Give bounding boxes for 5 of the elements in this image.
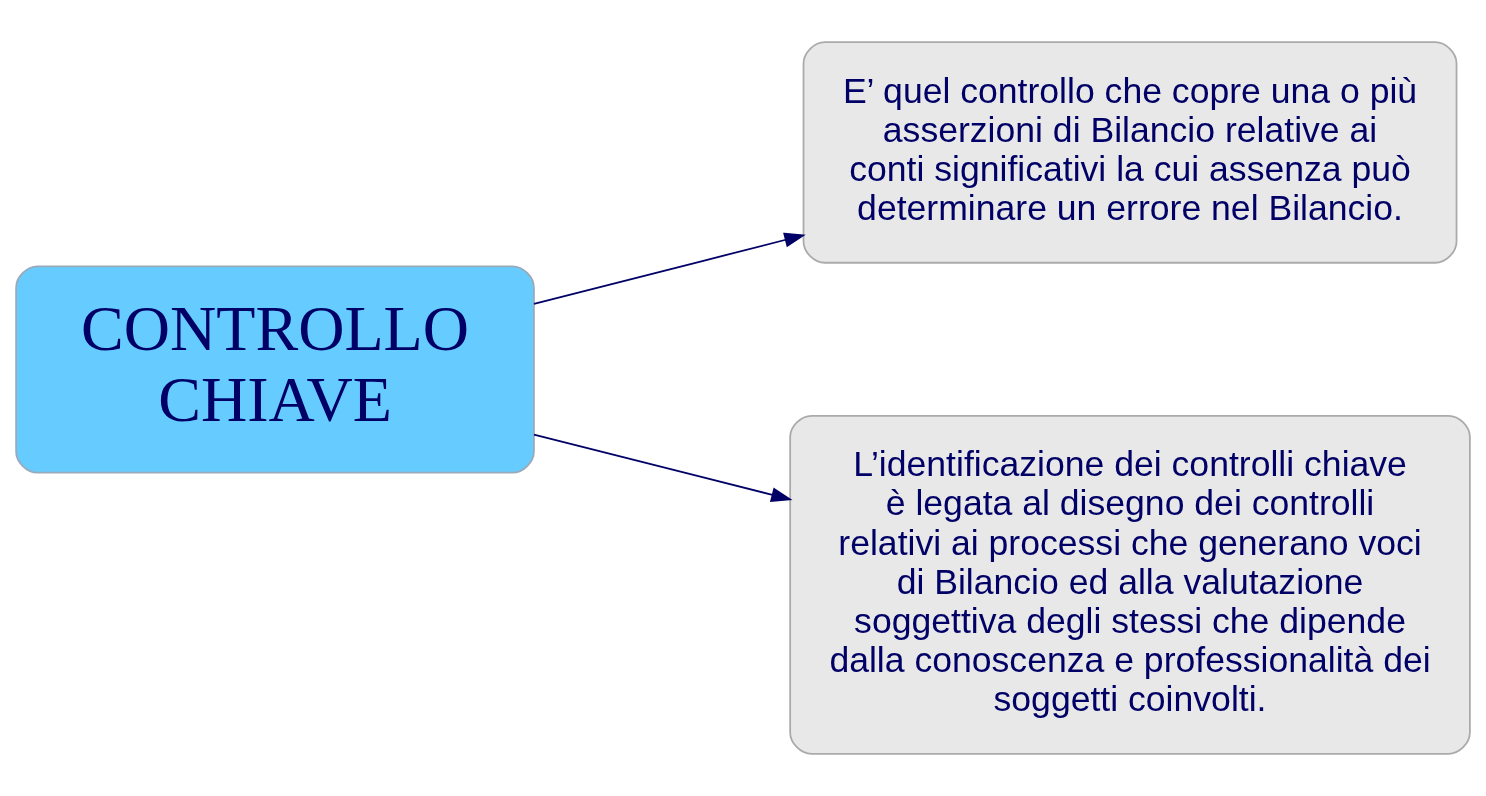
arrow: [533, 232, 806, 305]
node-box: E’ quel controllo che copre una o più asserzioni di Bilancio relative ai conti significativi la cui assenza può determinare un errore nel Bilancio.: [802, 41, 1458, 264]
node-box: CONTROLLO CHIAVE: [15, 265, 535, 474]
node-box: L’identificazione dei controlli chiave è legata al disegno dei controlli relativi ai processi che generano voci di Bilancio ed alla valutazione soggettiva degli stessi che dipende dalla conoscenza e professionalità dei soggetti coinvolti.: [789, 414, 1471, 755]
arrow: [533, 433, 793, 502]
